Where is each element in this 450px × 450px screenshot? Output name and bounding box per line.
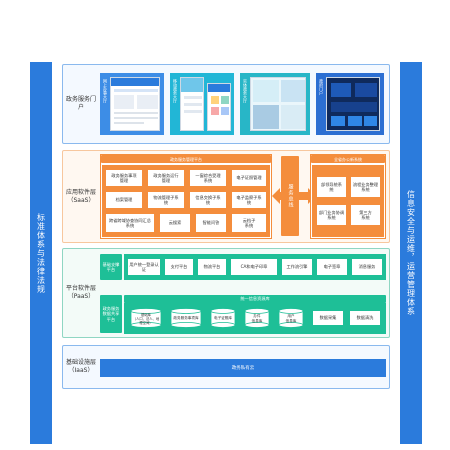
physical-hall-screenshot — [250, 77, 306, 131]
db-cylinder[interactable]: 基础库 （人口、法人、地理空间） — [130, 308, 162, 328]
db-label: 用户 信息库 — [285, 314, 297, 323]
gov-item[interactable]: 物流管理子系 统 — [147, 191, 185, 209]
right-side-bar: 信息安全与运维，运营管理体系 — [400, 62, 422, 444]
data-clean[interactable]: 数据清洗 — [349, 310, 381, 326]
db-cylinder[interactable]: 用户 信息库 — [278, 308, 304, 328]
portal-card-label: 政府门户 — [319, 79, 324, 95]
office-item[interactable]: 部领导统系 统 — [316, 176, 347, 198]
portal-card-mobile[interactable]: 移动政务大厅 — [170, 73, 234, 135]
gov-item[interactable]: 电子监察子系 统 — [231, 191, 267, 209]
office-item[interactable]: 部门业务协调 系统 — [316, 204, 347, 226]
portal-card-gov[interactable]: 政府门户 — [316, 73, 384, 135]
mobile-hall-screenshot-a — [180, 77, 204, 131]
support-item[interactable]: 电子签章 — [316, 258, 348, 276]
service-bus: 服务总线 — [281, 156, 299, 236]
portal-layer-label: 政务服务门户 — [65, 96, 96, 111]
database-icon — [278, 308, 304, 328]
gov-item[interactable]: 电子证照管理 — [231, 169, 267, 187]
left-side-label: 标准体系与法律法规 — [36, 212, 46, 294]
office-system-title: 全省办公新系统 — [311, 155, 385, 163]
database-icon — [170, 308, 202, 328]
db-label: 办件 信息库 — [251, 314, 263, 323]
data-share-title: 政务服务数据共享平台 — [100, 295, 122, 333]
gov-portal-screenshot — [326, 77, 380, 131]
support-platform-title: 基础支撑平台 — [100, 254, 122, 280]
portal-card-label: 实体政务大厅 — [243, 79, 248, 103]
db-cylinder[interactable]: 办件 信息库 — [244, 308, 270, 328]
office-item[interactable]: 第三方 系统 — [350, 204, 381, 226]
database-icon — [130, 308, 162, 328]
platform-layer-label: 平台软件层 （PaaS） — [65, 285, 96, 300]
gov-item[interactable]: 云搜索 — [159, 213, 191, 233]
gov-item[interactable]: 云档子 系统 — [231, 213, 267, 233]
data-collect[interactable]: 数据采集 — [312, 310, 344, 326]
support-item[interactable]: 物流平台 — [197, 258, 227, 276]
portal-card-label: 网上办事大厅 — [103, 79, 108, 103]
db-label: 电子证照库 — [214, 316, 232, 321]
service-bus-label: 服务总线 — [287, 184, 294, 208]
gov-item[interactable]: 档案管理 — [105, 191, 143, 209]
db-cylinder[interactable]: 政务服务事项库 — [170, 308, 202, 328]
gov-private-cloud[interactable]: 政务私有云 — [100, 359, 386, 377]
gov-item[interactable]: 一窗综合受理 系统 — [189, 169, 227, 187]
db-label: 基础库 （人口、法人、地理空间） — [132, 312, 160, 325]
infra-layer-label: 基础设施层 （IaaS） — [65, 359, 96, 374]
left-side-bar: 标准体系与法律法规 — [30, 62, 52, 444]
web-hall-screenshot — [110, 77, 160, 131]
support-item[interactable]: 支付平台 — [164, 258, 194, 276]
support-item[interactable]: 工作流引擎 — [281, 258, 313, 276]
gov-item[interactable]: 智能问答 — [195, 213, 227, 233]
mobile-hall-screenshot-b — [207, 83, 231, 131]
right-side-label: 信息安全与运维，运营管理体系 — [406, 190, 416, 316]
gov-item[interactable]: 跨省跨域协查协同汇总 系统 — [105, 213, 155, 233]
office-item[interactable]: 流程业务整理 系统 — [350, 176, 381, 198]
support-item[interactable]: 用户统一登录认证 — [127, 258, 161, 276]
support-item[interactable]: 消息服务 — [351, 258, 383, 276]
db-cylinder[interactable]: 电子证照库 — [210, 308, 236, 328]
db-title: 统一信息资源库 — [124, 295, 386, 303]
portal-card-physical[interactable]: 实体政务大厅 — [240, 73, 310, 135]
database-icon — [210, 308, 236, 328]
gov-mgmt-title: 政务服务管理平台 — [101, 155, 271, 163]
gov-item[interactable]: 政务服务事项 管理 — [105, 169, 143, 187]
db-label: 政务服务事项库 — [173, 316, 199, 321]
gov-item[interactable]: 政务服务运行 管理 — [147, 169, 185, 187]
gov-item[interactable]: 信息交换子系 统 — [189, 191, 227, 209]
support-item[interactable]: CA和电子印章 — [230, 258, 278, 276]
database-icon — [244, 308, 270, 328]
app-layer-label: 应用软件层 （SaaS） — [65, 188, 96, 204]
portal-card-label: 移动政务大厅 — [173, 79, 178, 103]
portal-card-web[interactable]: 网上办事大厅 — [100, 73, 164, 135]
